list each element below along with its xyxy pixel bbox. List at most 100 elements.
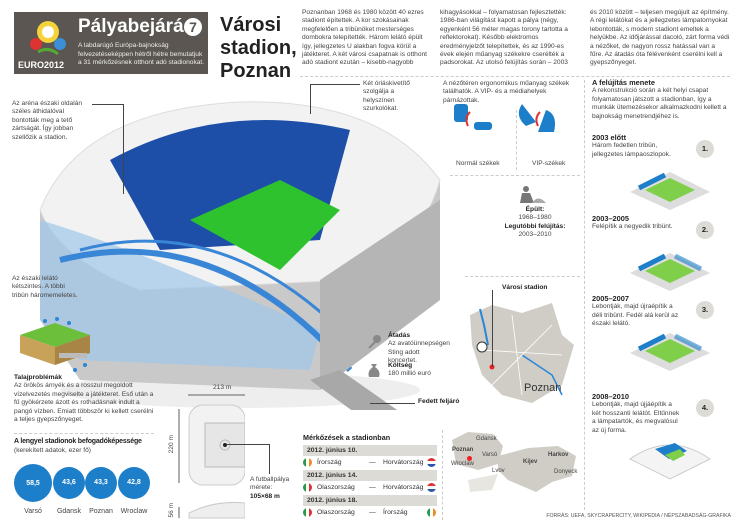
built-value: 1968–1980 [518,214,552,222]
cost-text: 180 millió euró [388,370,431,378]
drainage-illustration [20,317,90,372]
normal-seats-label: Normál székek [456,160,500,167]
chart-title: A lengyel stadionok befogadóképessége [14,438,142,445]
step-text: Lebontják, majd újraépítik a déli tribün… [592,303,679,328]
series-title: Pályabejárás [78,16,195,37]
poznan-marker [467,456,472,461]
capacity-bubble: 43,3 [84,466,118,500]
intro-col-2: kihagyásokkal – folyamatosan fejlesztett… [440,9,568,67]
away-team: Horvátország [383,459,424,466]
poland-ukraine-map [452,432,576,492]
home-team: Olaszország [317,509,355,516]
step-period: 2003 előtt [592,133,627,142]
renovation-title: A felújítás menete [592,78,655,87]
map-city-label: Kijev [523,459,538,465]
renovation-label: Legutóbbi felújítás: [504,222,566,230]
leader-line [227,444,270,474]
map-city-label: Gdansk [476,436,497,442]
map-city-label: Harkov [548,452,569,458]
title-line: stadion, [220,37,297,59]
match-date: 2012. június 14. [303,470,437,481]
divider [14,433,154,434]
home-team: Írország [317,459,342,466]
stadium-stage-illustration [630,333,710,371]
leader-line [492,290,493,367]
renovation-value: 2003–2010 [518,231,552,239]
map-city-label: Wroclaw [451,461,474,467]
flag-icon [303,508,312,517]
divider [300,76,730,77]
soil-title: Talajproblémák [14,374,62,381]
annotation-north-bridge: Az aréna északi oldalán széles áthidalóv… [12,100,83,141]
match-separator: — [369,484,376,491]
home-team: Olaszország [317,484,355,491]
divider [516,110,517,170]
match-separator: — [369,459,376,466]
match-date: 2012. június 10. [303,445,437,456]
renovation-intro: A rekonstrukció során a két helyi csapat… [592,87,727,120]
divider [465,276,580,277]
divider [442,430,443,520]
step-number-badge: 3. [696,301,714,319]
intro-col-1: Poznanban 1968 és 1980 között 40 ezres s… [302,9,427,67]
opening-text: Az avatóünnepségen Sting adott koncertet… [388,340,450,365]
title-line: Városi [220,14,282,36]
pitch-size: A futballpálya mérete:105×68 m [250,476,305,501]
pitch-size-value: 105×68 m [250,492,280,500]
map-city-label: Poznan [524,382,562,394]
leader-line [310,84,360,114]
seat-icons [454,104,555,132]
episode-number: 7 [184,18,202,36]
microphone-icon [368,335,381,349]
match-separator: — [369,509,376,516]
leader-line [370,403,415,404]
construction-worker-icon [520,186,546,203]
map-city-label: Poznan [452,447,474,453]
capacity-city-label: Varsó [24,508,42,515]
stadium-plan-diagram [178,394,245,519]
step-number-badge: 1. [696,140,714,158]
step-text: Lebontják, majd újjáépítik a két hosszan… [592,401,680,434]
map-title: Városi stadion [502,284,548,291]
capacity-bubble: 43,6 [52,466,86,500]
page-title: Városi stadion, Poznan [220,14,297,83]
stadium-illustration [39,101,441,410]
divider [450,175,580,176]
stadium-stage-illustration [630,253,710,291]
annotation-screens: Két óriáskivetítő szolgálja a helyszínen… [363,80,410,113]
vip-seats-label: VIP-székek [532,160,566,167]
match-row: Olaszország — Horvátország [303,482,437,493]
match-row: Írország — Horvátország [303,457,437,468]
flag-icon [427,508,436,517]
intro-col-3: és 2010 között – teljesen megújult az ép… [590,9,730,67]
capacity-bubble: 42,8 [117,466,151,500]
match-date: 2012. június 18. [303,495,437,506]
pitch-size-label: A futballpálya mérete: [250,476,290,492]
poznan-city-map [470,303,574,403]
chart-subtitle: (kerekített adatok, ezer fő) [14,447,91,454]
series-header: EURO2012 Pályabejárás 7 A labdarúgó Euró… [14,12,208,74]
length-dimension: 220 m [167,435,175,454]
map-city-label: Donyeck [554,469,578,475]
flag-icon [303,483,312,492]
built-label: Épült: [525,206,545,213]
euro2012-logo: EURO2012 [18,16,74,72]
step-number-badge: 2. [696,221,714,239]
step-number-badge: 4. [696,399,714,417]
divider [584,80,585,510]
series-subtitle: A labdarúgó Európa-bajnokság felvezetése… [78,42,205,66]
height-dimension: 56 m [168,502,176,518]
annotation-north-stand: Az északi lelátó kétszintes. A többi tri… [12,275,78,299]
away-team: Horvátország [383,484,424,491]
flag-icon [427,483,436,492]
soil-text: Az örökös árnyék és a rosszul megoldott … [14,382,154,424]
stadium-stage-illustration [630,172,710,210]
capacity-city-label: Poznan [89,508,113,515]
leader-line [92,104,124,194]
